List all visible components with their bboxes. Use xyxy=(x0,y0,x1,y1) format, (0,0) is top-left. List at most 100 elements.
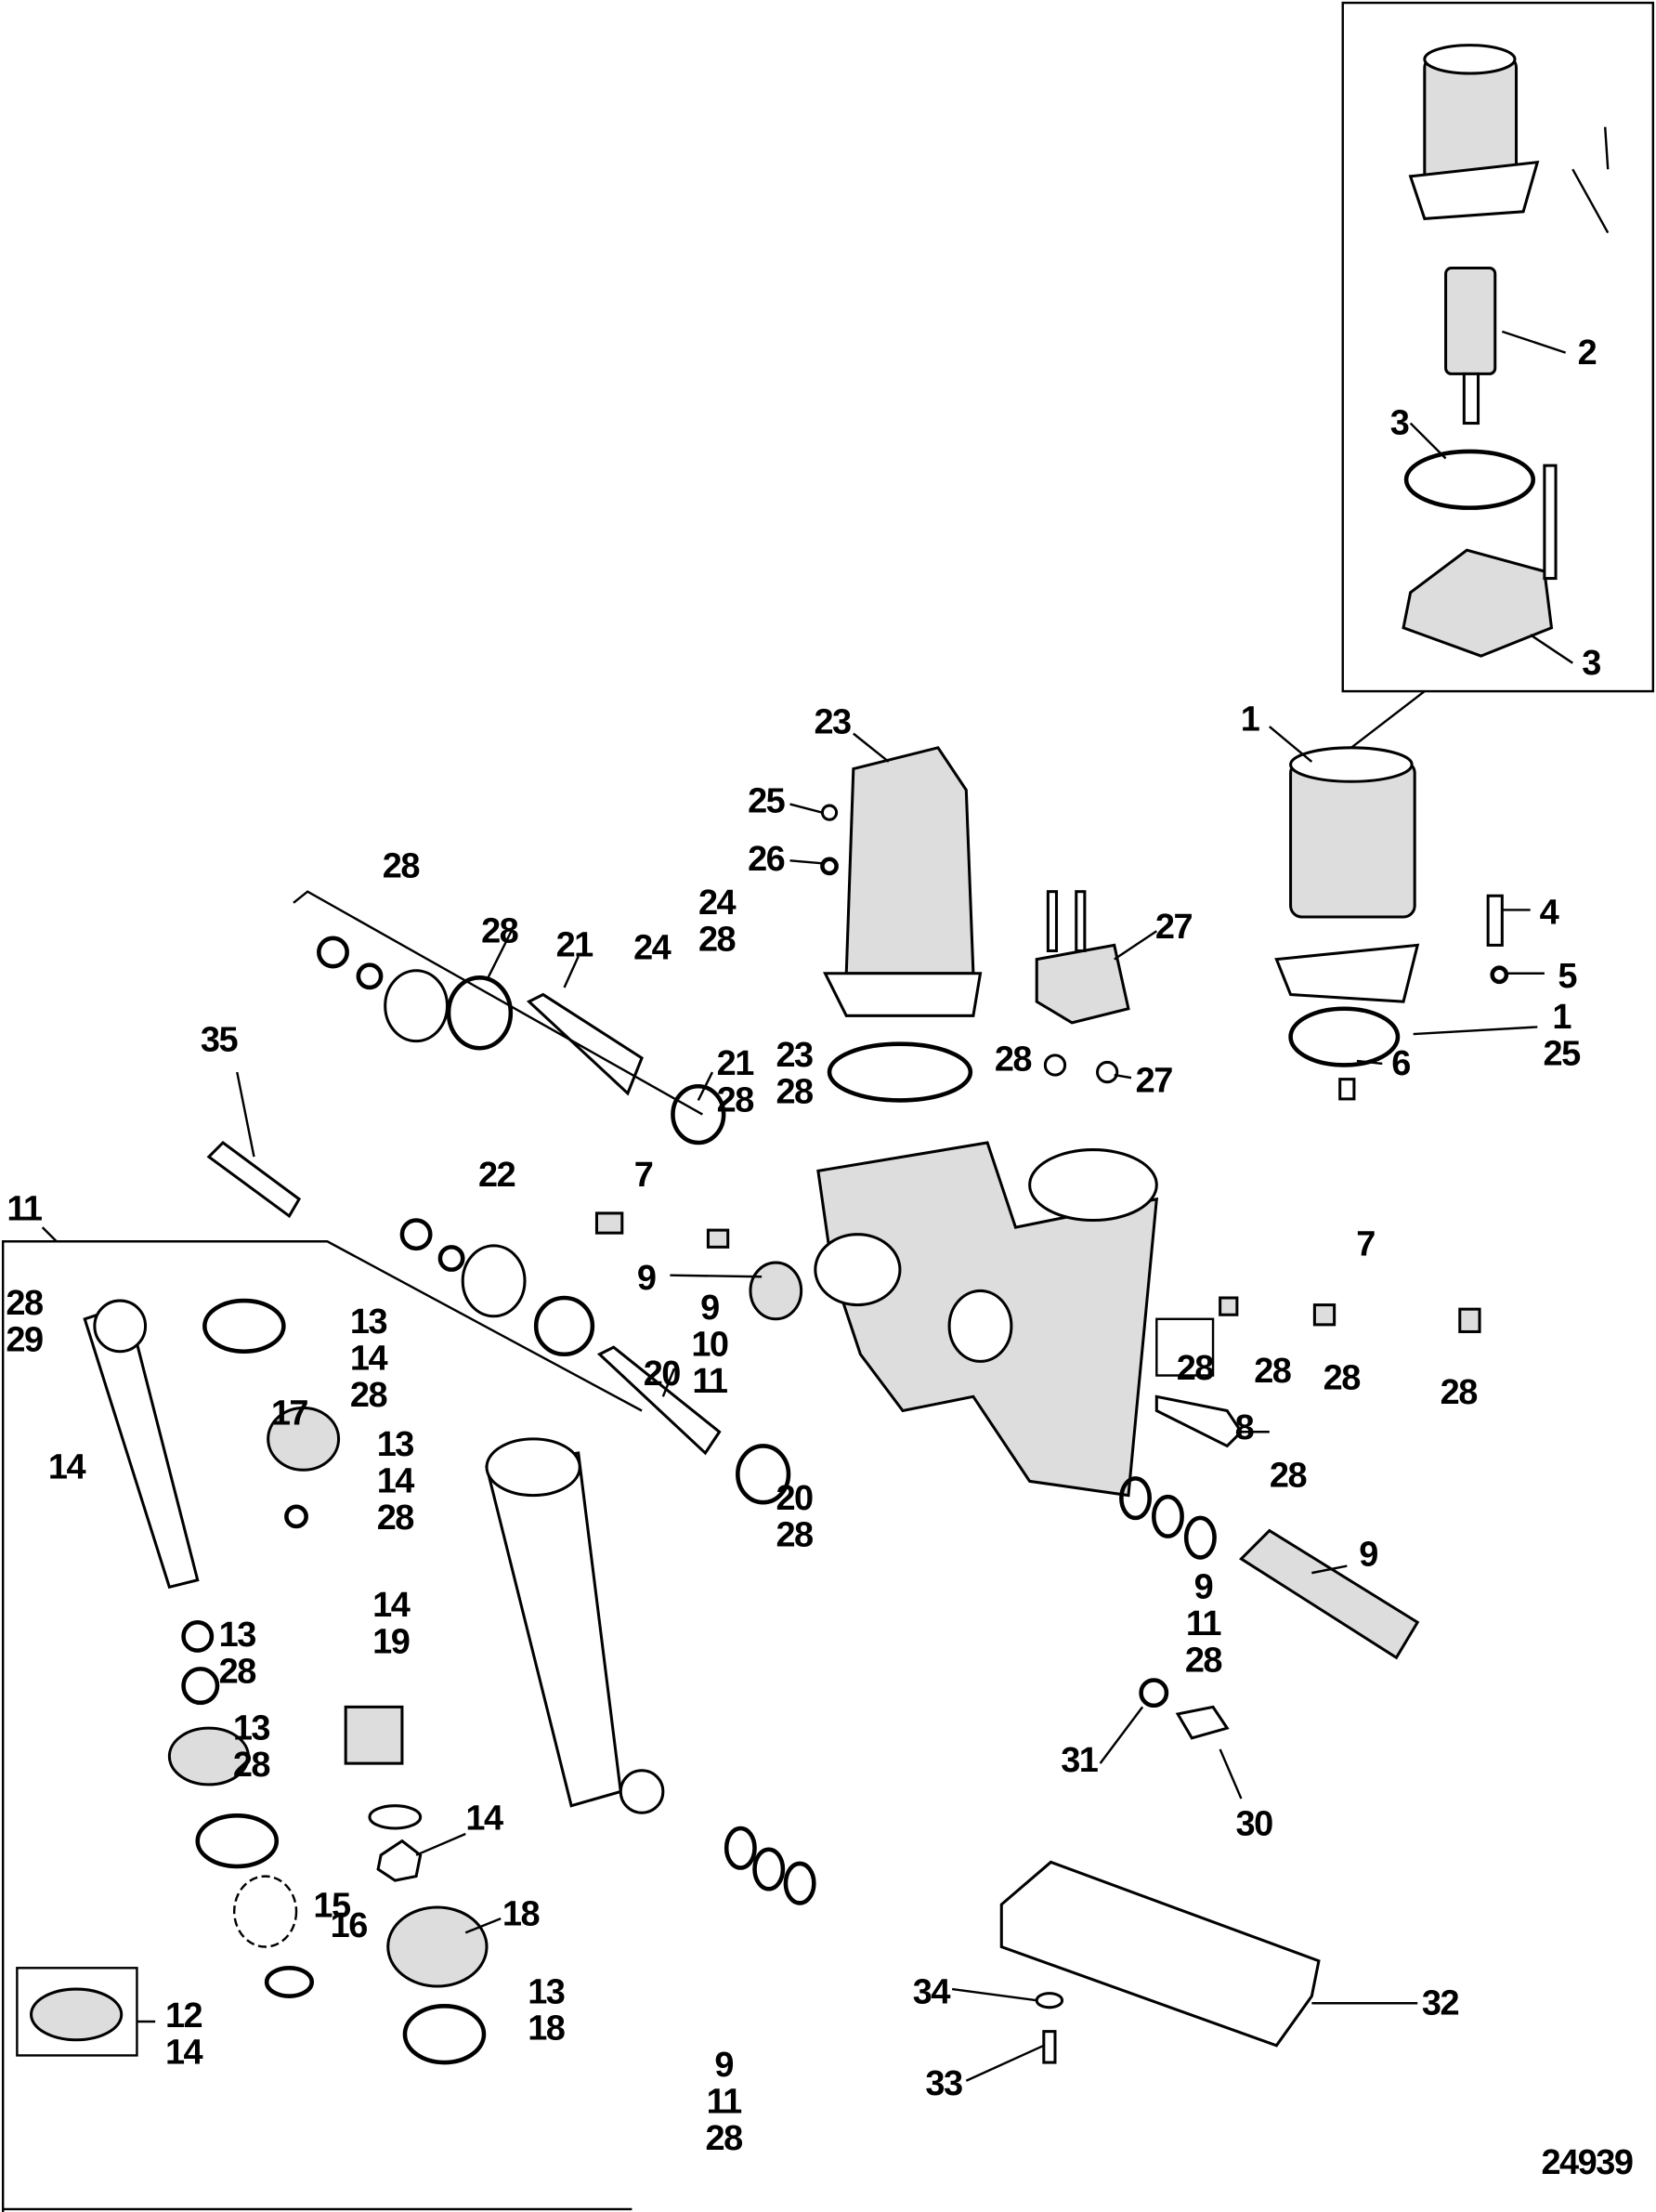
part-number-label: 13 xyxy=(350,1302,387,1342)
part-number-label: 21 xyxy=(717,1044,755,1083)
part-number-label: 13 xyxy=(219,1616,256,1655)
part-number-label: 9 xyxy=(1359,1536,1377,1575)
callout-11: 11 xyxy=(7,1189,44,1228)
part-number-label: 29 xyxy=(6,1321,43,1360)
part-number-label: 9 xyxy=(1194,1567,1213,1606)
part-number-label: 23 xyxy=(814,703,851,742)
part-number-label: 34 xyxy=(913,1972,951,2011)
part-number-label: 28 xyxy=(377,1499,414,1538)
part-number-label: 28 xyxy=(706,2119,743,2158)
callout-21: 21 xyxy=(556,926,595,965)
callout-14: 14 xyxy=(465,1799,504,1838)
motor-detail-inset xyxy=(1341,1,1655,693)
callout-28: 28 xyxy=(1254,1352,1292,1391)
callout-5: 5 xyxy=(1558,957,1579,996)
part-number-label: 35 xyxy=(201,1020,239,1059)
part-number-label: 6 xyxy=(1391,1044,1410,1083)
part-number-label: 28 xyxy=(233,1746,270,1785)
trim-cylinder-assembly xyxy=(1,1240,816,2212)
part-number-label: 11 xyxy=(707,2083,742,2122)
part-number-label: 12 xyxy=(165,1996,202,2035)
part-number-label: 23 xyxy=(776,1036,813,1075)
pivot-pin-9 xyxy=(749,1261,1420,1660)
tube-assembly-21 xyxy=(293,890,726,1145)
part-number-label: 28 xyxy=(383,847,420,886)
callout-3: 3 xyxy=(1390,404,1411,443)
callout-28: 28 xyxy=(481,911,519,950)
callout-14: 14 xyxy=(48,1447,87,1486)
part-number-label: 5 xyxy=(1558,957,1577,996)
part-number-label: 28 xyxy=(219,1653,256,1692)
part-number-label: 28 xyxy=(1323,1359,1361,1398)
part-number-label: 28 xyxy=(1254,1352,1291,1391)
callout-15: 15 xyxy=(313,1887,352,1926)
part-number-label: 14 xyxy=(165,2034,203,2073)
part-number-label: 28 xyxy=(1185,1641,1222,1680)
callout-9: 9 xyxy=(1359,1536,1379,1575)
part-number-label: 21 xyxy=(556,926,594,965)
fastener-30-31 xyxy=(1139,1678,1230,1740)
part-number-label: 11 xyxy=(7,1189,42,1228)
part-number-label: 25 xyxy=(748,782,786,821)
part-number-label: 11 xyxy=(692,1362,727,1401)
reservoir xyxy=(820,746,983,1103)
part-number-label: 14 xyxy=(377,1462,415,1501)
callout-17: 17 xyxy=(271,1394,309,1433)
part-number-label: 32 xyxy=(1422,1983,1459,2022)
part-number-label: 16 xyxy=(331,1906,368,1945)
part-number-label: 14 xyxy=(48,1447,86,1486)
part-number-label: 24 xyxy=(698,883,737,923)
part-number-label: 24 xyxy=(633,929,672,968)
part-number-label: 26 xyxy=(748,840,785,879)
part-number-label: 13 xyxy=(528,1972,565,2011)
pivot-pin-35 xyxy=(206,1140,302,1219)
part-number-label: 28 xyxy=(776,1515,813,1554)
check-valves-7 xyxy=(594,1211,1481,1377)
part-number-label: 8 xyxy=(1235,1408,1254,1447)
callout-26: 26 xyxy=(748,840,786,879)
part-number-label: 28 xyxy=(481,911,518,950)
part-number-label: 1 xyxy=(1552,998,1571,1037)
part-number-label: 27 xyxy=(1136,1061,1173,1100)
callout-1: 1 xyxy=(1241,700,1262,740)
callout-20: 20 xyxy=(644,1355,682,1394)
manual-release-valve-8 xyxy=(1154,1394,1244,1448)
part-number-label: 18 xyxy=(528,2009,565,2048)
part-number-label: 14 xyxy=(372,1586,411,1625)
part-number-label: 7 xyxy=(634,1156,653,1195)
callout-4: 4 xyxy=(1540,894,1561,933)
leader-lines xyxy=(41,330,1573,2082)
part-number-label: 15 xyxy=(313,1887,351,1926)
part-number-label: 28 xyxy=(776,1072,813,1111)
part-number-label: 10 xyxy=(691,1325,728,1364)
part-number-label: 28 xyxy=(995,1041,1032,1080)
part-number-label: 7 xyxy=(1356,1224,1375,1263)
part-number-label: 4 xyxy=(1540,894,1559,933)
part-number-label: 3 xyxy=(1390,404,1409,443)
callout-7: 7 xyxy=(634,1156,655,1195)
part-number-label: 9 xyxy=(714,2046,733,2085)
part-number-label: 20 xyxy=(776,1479,813,1518)
part-number-label: 17 xyxy=(271,1394,308,1433)
valve-body xyxy=(1035,890,1130,1084)
callout-28: 28 xyxy=(1177,1349,1215,1388)
part-number-label: 27 xyxy=(1155,908,1193,947)
callout-16: 16 xyxy=(331,1906,369,1945)
pump-motor xyxy=(1274,690,1509,1101)
part-number-label: 31 xyxy=(1061,1741,1099,1780)
callout-3: 3 xyxy=(1582,644,1602,683)
part-number-label: 14 xyxy=(465,1799,503,1838)
part-number-label: 2 xyxy=(1578,334,1597,373)
